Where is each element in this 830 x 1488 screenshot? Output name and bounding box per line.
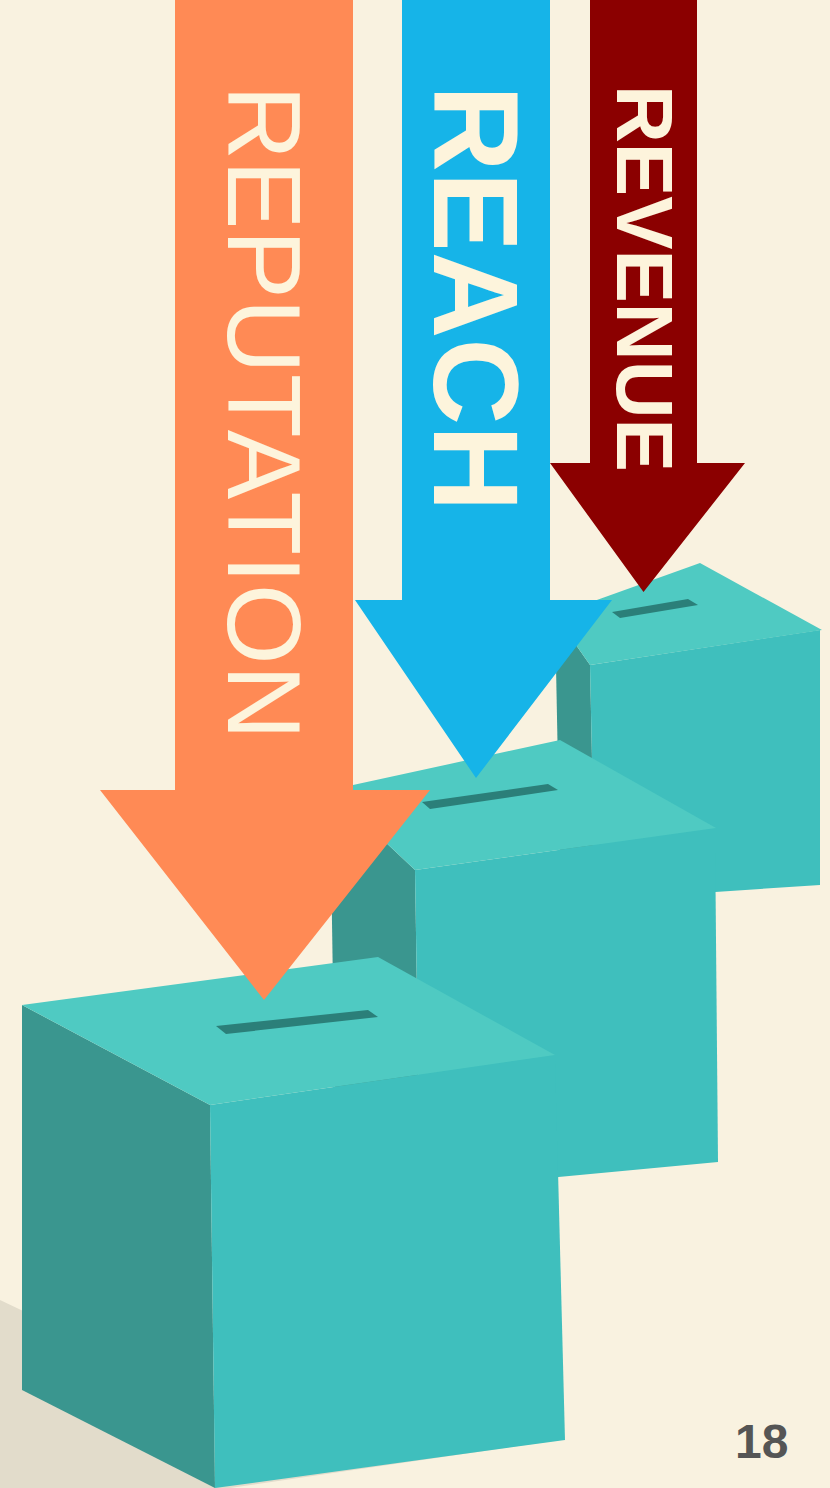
page-number: 18 — [735, 1418, 788, 1466]
arrow-outline — [100, 0, 430, 1000]
revenue-arrow: REVENUE — [550, 0, 745, 592]
arrow-label: REACH — [416, 85, 536, 512]
arrow-outline — [550, 0, 745, 592]
ballot-box — [22, 957, 565, 1488]
reputation-arrow: REPUTATION — [100, 0, 430, 1000]
arrow-label: REPUTATION — [212, 85, 316, 740]
reach-arrow: REACH — [355, 0, 612, 778]
arrow-label: REVENUE — [604, 85, 684, 472]
arrow-outline — [355, 0, 612, 778]
